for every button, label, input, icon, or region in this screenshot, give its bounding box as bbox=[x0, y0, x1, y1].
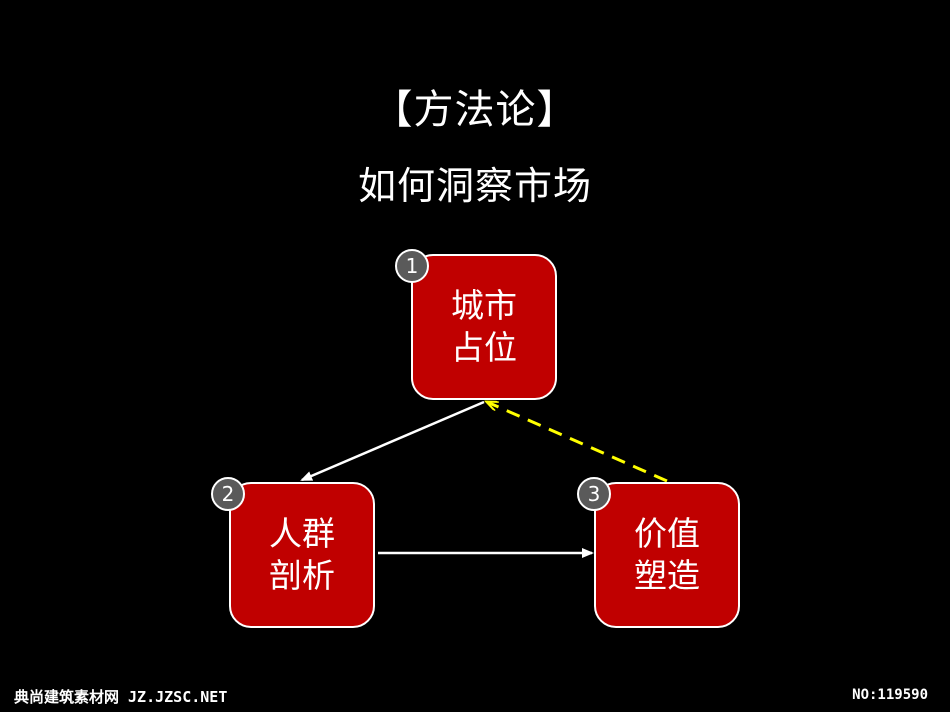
footer-id-number: NO:119590 bbox=[852, 687, 928, 703]
slide-title: 【方法论】 bbox=[372, 87, 578, 133]
step-number-badge: 1 bbox=[395, 249, 429, 283]
step-number-badge: 2 bbox=[211, 477, 245, 511]
slide-subtitle: 如何洞察市场 bbox=[357, 164, 592, 208]
arrow-1-to-2 bbox=[300, 400, 485, 482]
node-audience-analysis: 人群 剖析 bbox=[229, 482, 375, 628]
node-label-line: 价值 bbox=[634, 514, 700, 553]
arrow-3-to-1-dashed bbox=[487, 402, 668, 483]
node-label-line: 塑造 bbox=[634, 556, 700, 595]
node-label-line: 占位 bbox=[451, 328, 517, 367]
node-label-line: 剖析 bbox=[269, 556, 335, 595]
node-city-positioning: 城市 占位 bbox=[411, 254, 557, 400]
node-label-line: 人群 bbox=[269, 514, 335, 553]
step-number-badge: 3 bbox=[577, 477, 611, 511]
node-value-shaping: 价值 塑造 bbox=[594, 482, 740, 628]
node-label-line: 城市 bbox=[451, 286, 517, 325]
footer-watermark-text: 典尚建筑素材网 JZ.JZSC.NET bbox=[14, 688, 228, 706]
